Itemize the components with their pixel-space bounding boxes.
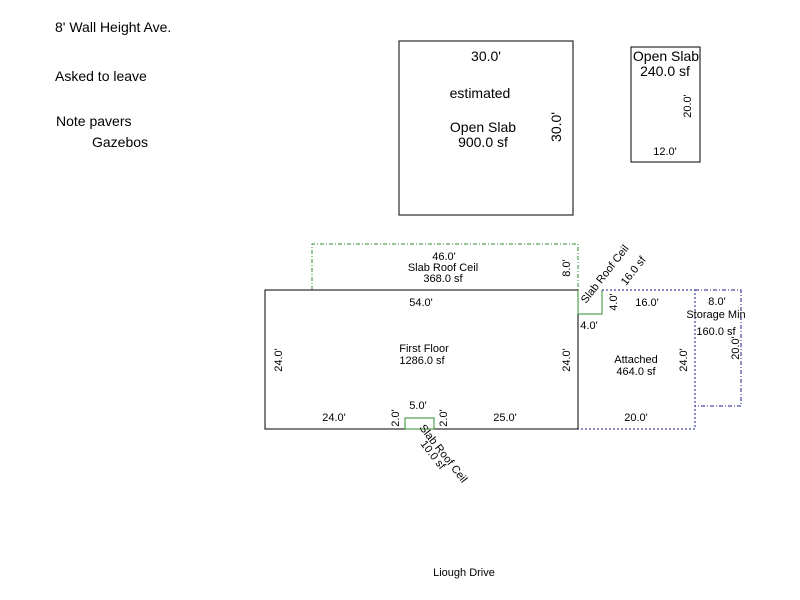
storage-side-dim: 20.0' xyxy=(730,336,742,360)
slab-roof-ceil-top-dim: 46.0' xyxy=(432,251,456,263)
first-floor-notch-right: 2.0' xyxy=(438,409,450,426)
attached-side-dim: 24.0' xyxy=(678,348,690,372)
slab-roof-ceil-bottom: Slab Roof Ceil 10.0 sf xyxy=(404,417,469,485)
open-slab-small: Open Slab 240.0 sf 20.0' 12.0' xyxy=(630,46,701,163)
first-floor-left-dim: 24.0' xyxy=(273,348,285,372)
slab-roof-ceil-small-bottom-dim: 4.0' xyxy=(580,320,597,332)
storage-area-value: 160.0 sf xyxy=(696,326,736,338)
open-slab-large-top-dim: 30.0' xyxy=(471,48,501,64)
attached-top-dim: 16.0' xyxy=(635,297,659,309)
open-slab-small-bottom-dim: 12.0' xyxy=(653,146,677,158)
wall-height-note: 8' Wall Height Ave. xyxy=(55,19,172,35)
slab-roof-ceil-small-outline xyxy=(577,290,603,315)
open-slab-large-side-dim: 30.0' xyxy=(548,112,564,142)
first-floor-name: First Floor xyxy=(399,343,449,355)
open-slab-small-name: Open Slab xyxy=(633,48,699,64)
slab-roof-ceil-bottom-outline xyxy=(404,417,435,430)
open-slab-large-outline xyxy=(398,40,574,216)
slab-roof-ceil-top: 46.0' Slab Roof Ceil 368.0 sf 8.0' xyxy=(311,243,579,290)
open-slab-small-outline xyxy=(630,46,701,163)
slab-roof-ceil-top-side-dim: 8.0' xyxy=(561,259,573,276)
storage-area: 8.0' Storage Min 160.0 sf 20.0' xyxy=(686,289,746,407)
open-slab-large-estimated: estimated xyxy=(450,85,511,101)
first-floor-right-dim: 24.0' xyxy=(561,348,573,372)
first-floor-bottom-left-dim: 24.0' xyxy=(322,412,346,424)
slab-roof-ceil-top-name: Slab Roof Ceil xyxy=(408,262,478,274)
attached-name: Attached xyxy=(614,354,657,366)
first-floor: 54.0' First Floor 1286.0 sf 24.0' 24.0' … xyxy=(264,289,579,430)
gazebos-note: Gazebos xyxy=(92,134,149,150)
open-slab-large-area: 900.0 sf xyxy=(458,134,508,150)
first-floor-area: 1286.0 sf xyxy=(399,355,445,367)
slab-roof-ceil-top-outline xyxy=(311,243,579,290)
attached-bottom-dim: 20.0' xyxy=(624,412,648,424)
asked-to-leave-note: Asked to leave xyxy=(55,68,147,84)
open-slab-large-name: Open Slab xyxy=(450,119,516,135)
slab-roof-ceil-small: Slab Roof Ceil 16.0 sf 4.0' 4.0' xyxy=(577,243,649,332)
attached-area: 16.0' Attached 464.0 sf 24.0' 20.0' xyxy=(578,289,696,430)
slab-roof-ceil-small-side-dim: 4.0' xyxy=(608,293,620,310)
open-slab-large: 30.0' estimated Open Slab 900.0 sf 30.0' xyxy=(398,40,574,216)
first-floor-notch-left: 2.0' xyxy=(390,409,402,426)
first-floor-notch-width: 5.0' xyxy=(409,400,426,412)
note-pavers: Note pavers xyxy=(56,113,132,129)
open-slab-small-area: 240.0 sf xyxy=(640,63,690,79)
open-slab-small-side-dim: 20.0' xyxy=(682,94,694,118)
attached-area-value: 464.0 sf xyxy=(616,366,656,378)
first-floor-bottom-right-dim: 25.0' xyxy=(493,412,517,424)
storage-top-dim: 8.0' xyxy=(708,296,725,308)
slab-roof-ceil-top-area: 368.0 sf xyxy=(423,273,463,285)
first-floor-top-dim: 54.0' xyxy=(409,297,433,309)
storage-name: Storage Min xyxy=(686,309,745,321)
street-label: Liough Drive xyxy=(433,567,495,579)
